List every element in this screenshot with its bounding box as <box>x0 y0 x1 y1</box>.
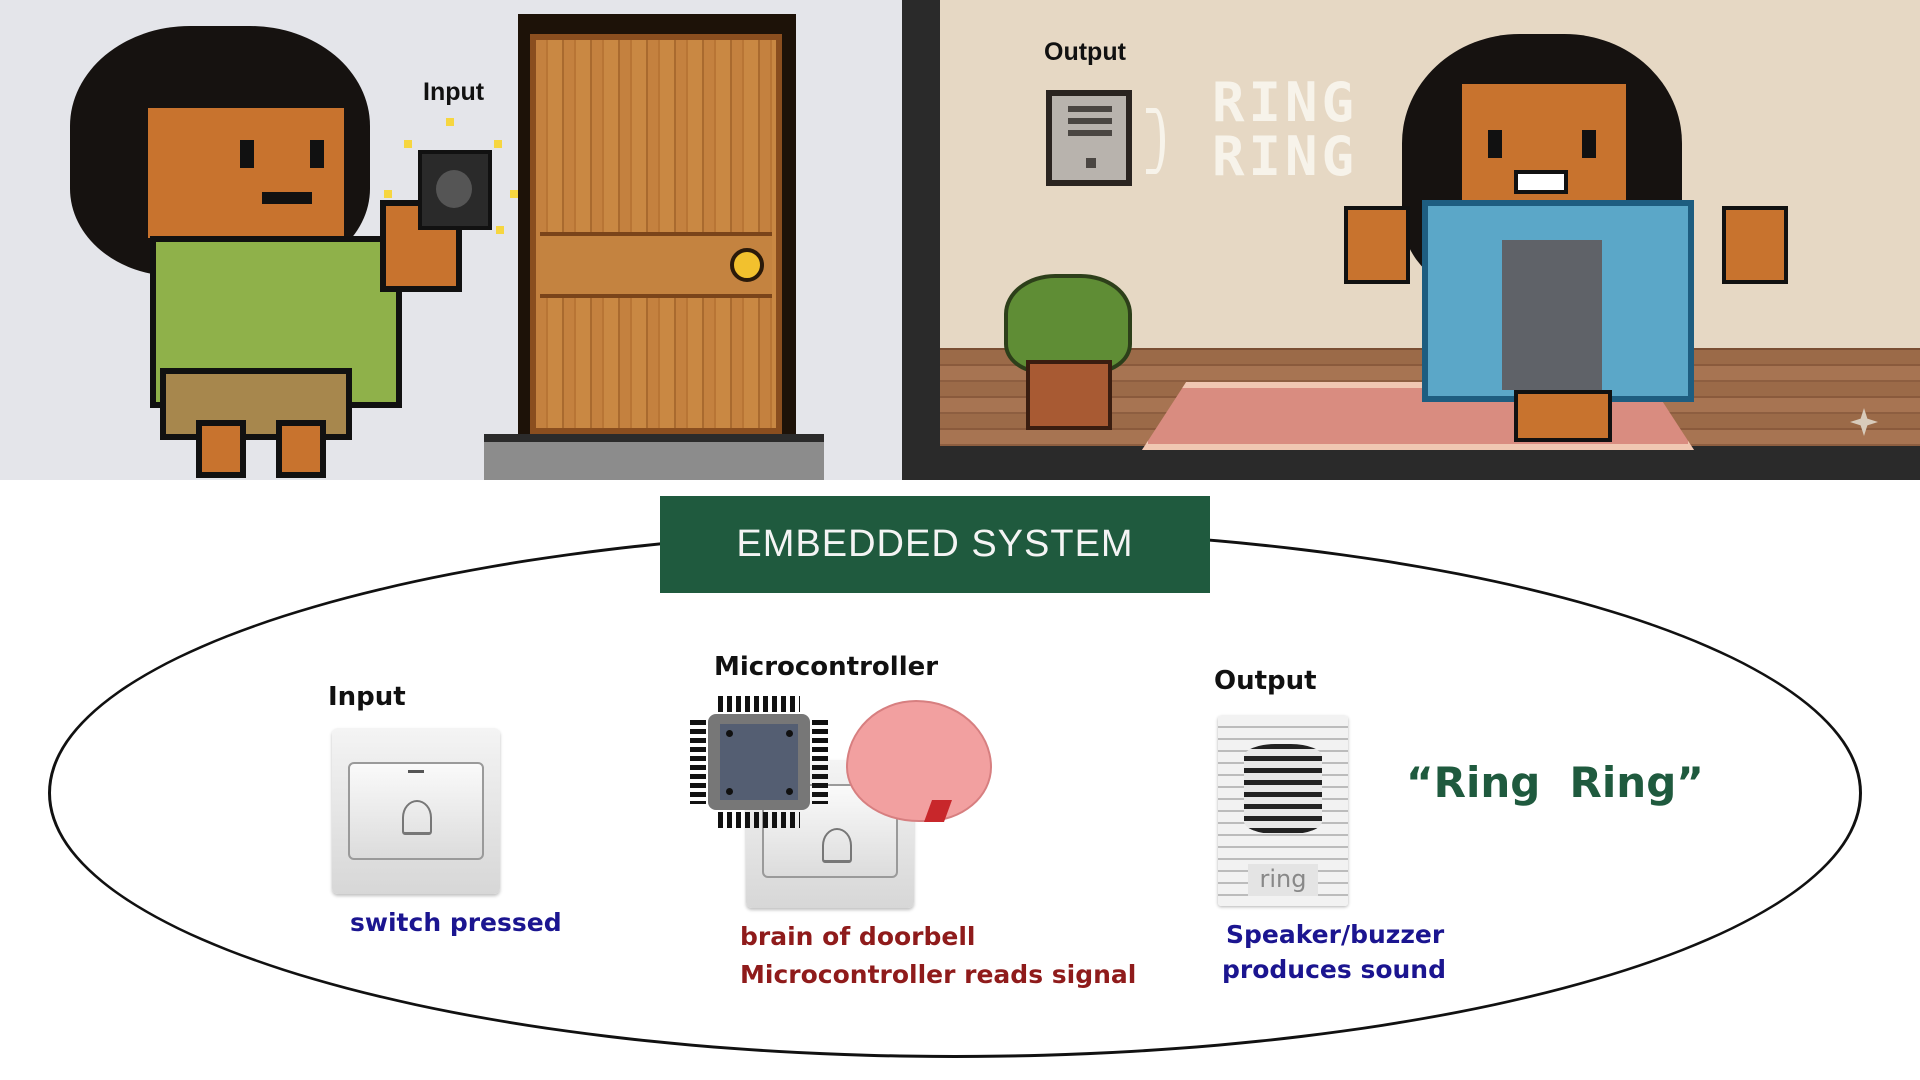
doorbell-switch-icon <box>332 728 500 894</box>
girl-mouth <box>1514 170 1568 194</box>
girl-face <box>148 108 344 238</box>
output-label: Output <box>1044 38 1126 66</box>
door-knob-icon <box>730 248 764 282</box>
spark-icon <box>446 118 454 126</box>
microcontroller-caption-1: brain of doorbell <box>740 922 976 951</box>
ring-text-line1: RING <box>1212 71 1359 134</box>
door-step <box>484 434 824 480</box>
girl-hand-left <box>1344 206 1410 284</box>
output-caption-1: Speaker/buzzer <box>1226 920 1445 949</box>
diagram-input-label: Input <box>328 682 406 712</box>
ring-text-line2: RING <box>1212 125 1359 188</box>
speaker-chime-icon: ring <box>1218 716 1348 906</box>
bell-icon <box>822 828 852 863</box>
girl-leg-right <box>276 420 326 478</box>
input-caption: switch pressed <box>350 908 562 937</box>
output-illustration-panel: Output <box>902 0 1920 480</box>
input-illustration-panel: Input <box>0 0 902 480</box>
girl-legs <box>1514 390 1612 442</box>
spark-icon <box>404 140 412 148</box>
spark-icon <box>496 226 504 234</box>
diagram-output-label: Output <box>1214 666 1317 696</box>
spark-icon <box>384 190 392 198</box>
input-label: Input <box>423 78 485 106</box>
girl-hand-right <box>1722 206 1788 284</box>
spark-icon <box>494 140 502 148</box>
plant-pot <box>1026 360 1112 430</box>
doorbell-chime-icon <box>1046 90 1132 186</box>
girl-skirt <box>160 368 352 440</box>
output-caption-2: produces sound <box>1222 955 1446 984</box>
girl-mouth <box>262 192 312 204</box>
speaker-brand: ring <box>1248 864 1318 896</box>
girl-top <box>1502 240 1602 390</box>
girl-eye-left <box>240 140 254 168</box>
diagram-microcontroller-label: Microcontroller <box>714 652 939 682</box>
ring-ring-quote: “Ring Ring” <box>1406 758 1704 807</box>
spark-icon <box>510 190 518 198</box>
girl-leg-left <box>196 420 246 478</box>
microcontroller-caption-2: Microcontroller reads signal <box>740 960 1137 989</box>
sound-waves-icon <box>1146 108 1165 174</box>
brain-icon <box>846 700 992 822</box>
bell-icon <box>402 800 432 835</box>
ring-ring-text: RING RING <box>1212 76 1358 184</box>
diagram-title: EMBEDDED SYSTEM <box>660 496 1210 593</box>
plant-leaves <box>1004 274 1132 374</box>
girl-eye-left <box>1488 130 1502 158</box>
microcontroller-chip-icon <box>690 696 828 828</box>
girl-eye-right <box>1582 130 1596 158</box>
doorbell-button-icon <box>418 150 492 230</box>
girl-eye-right <box>310 140 324 168</box>
